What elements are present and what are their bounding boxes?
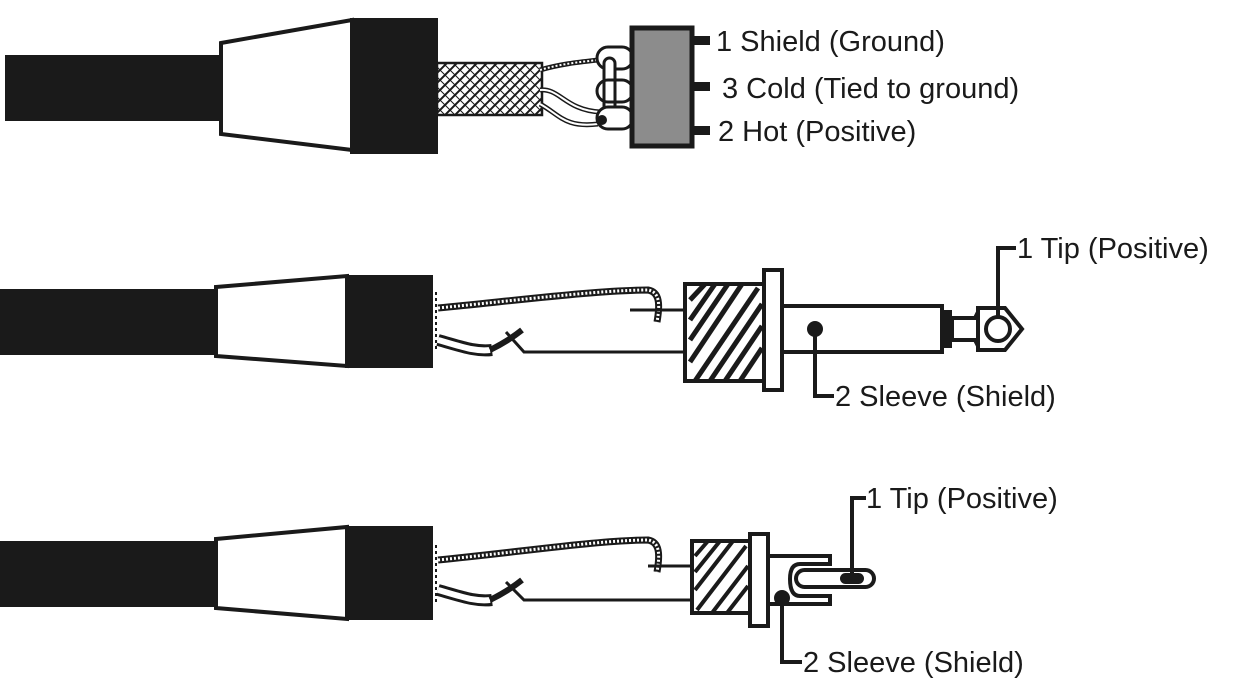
xlr-pin-2-lead <box>692 126 710 135</box>
ts-strain-relief <box>214 273 349 369</box>
rca-hot-wire-to-tip <box>504 580 695 602</box>
rca-sleeve-leader <box>780 598 802 664</box>
xlr-braided-shield <box>435 61 544 117</box>
rca-threads <box>693 539 750 615</box>
ts-tip-neck <box>950 311 980 347</box>
xlr-connector-body <box>629 25 695 149</box>
xlr-cable-assembly: 1 Shield (Ground) 3 Cold (Tied to ground… <box>5 17 1019 154</box>
ts-sleeve-leader <box>813 329 834 398</box>
ts-insulator-ring <box>940 310 952 348</box>
rca-boot <box>345 526 433 620</box>
rca-strain-relief <box>214 524 349 622</box>
xlr-solder-joint <box>597 115 607 125</box>
xlr-label-hot: 2 Hot (Positive) <box>718 116 916 148</box>
xlr-boot <box>350 18 438 154</box>
rca-pin-contact <box>840 573 864 584</box>
xlr-label-cold: 3 Cold (Tied to ground) <box>722 73 1019 105</box>
ts-cable-assembly: 1 Tip (Positive) 2 Sleeve (Shield) <box>0 233 1209 413</box>
rca-tip-leader <box>850 496 866 578</box>
ts-tip-contact-ring <box>984 315 1012 343</box>
rca-cable-assembly: 1 Tip (Positive) 2 Sleeve (Shield) <box>0 483 1058 679</box>
ts-sleeve <box>780 304 944 354</box>
ts-label-sleeve: 2 Sleeve (Shield) <box>835 381 1056 413</box>
rca-flange <box>748 532 770 628</box>
ts-boot <box>345 275 433 368</box>
ts-hot-wire-to-tip <box>504 330 690 354</box>
xlr-jumper-1-3 <box>602 56 617 115</box>
ts-cable-jacket <box>0 289 222 355</box>
xlr-cable-jacket <box>5 55 227 121</box>
xlr-label-shield: 1 Shield (Ground) <box>716 26 945 58</box>
xlr-strain-relief <box>219 17 354 153</box>
xlr-pin-1-lead <box>692 36 710 45</box>
rca-label-sleeve: 2 Sleeve (Shield) <box>803 647 1024 679</box>
ts-flange <box>762 268 784 392</box>
rca-label-tip: 1 Tip (Positive) <box>866 483 1058 515</box>
ts-label-tip: 1 Tip (Positive) <box>1017 233 1209 265</box>
ts-tip-leader <box>996 246 1016 317</box>
ts-threads <box>687 282 765 383</box>
rca-hot-wire <box>488 577 524 603</box>
xlr-pin-3-lead <box>692 82 710 91</box>
ts-hot-wire <box>488 327 524 353</box>
rca-cable-jacket <box>0 541 222 607</box>
